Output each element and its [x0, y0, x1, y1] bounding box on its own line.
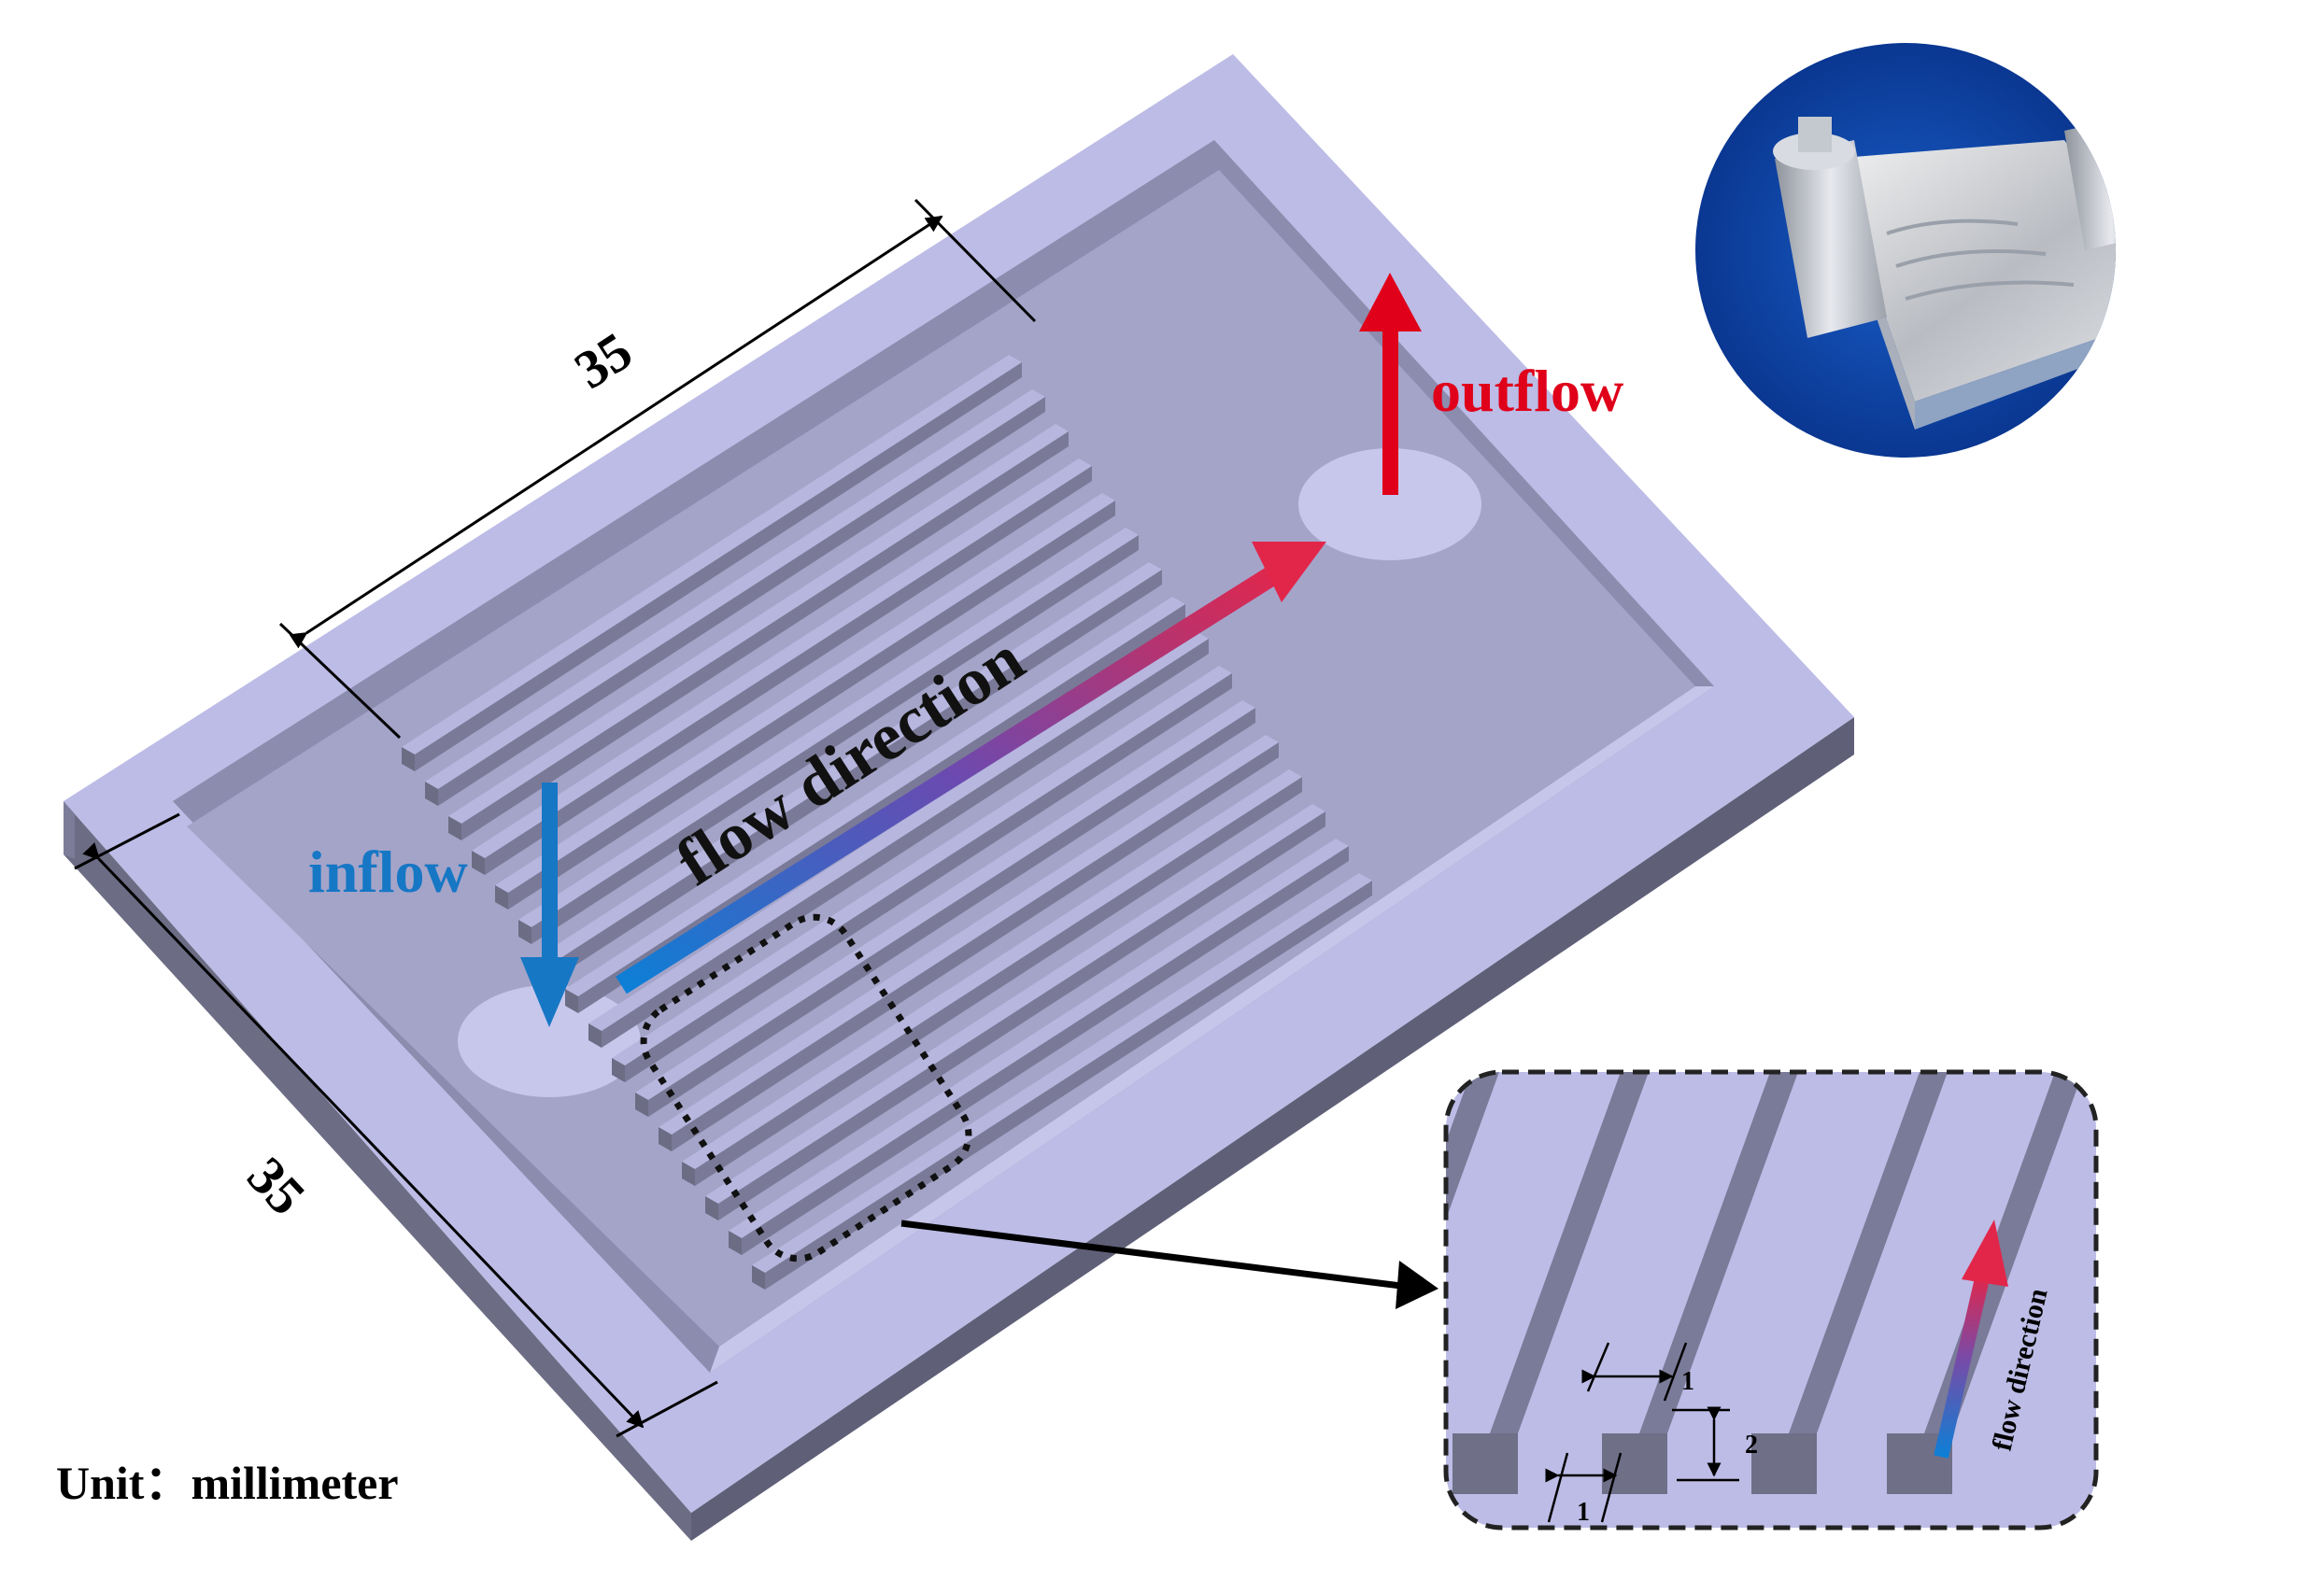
channel-fin-side — [625, 673, 1232, 1082]
outlet-port — [1298, 448, 1481, 560]
channel-fin-side — [718, 811, 1325, 1220]
pocket-ledge — [710, 686, 1714, 1373]
channel-fin — [705, 804, 1325, 1204]
inset-fin-wall — [1490, 1072, 1649, 1433]
inset-channels — [1303, 1072, 2083, 1494]
channel-fin-side — [695, 777, 1302, 1186]
inset-fin-wall — [1789, 1072, 1948, 1433]
outflow-arrow — [1359, 273, 1422, 495]
inset-dim-width-bottom-label: 1 — [1577, 1498, 1590, 1527]
inset-fin-front — [1602, 1433, 1667, 1494]
dimension-left-label: 35 — [235, 1146, 317, 1227]
dimension-left — [74, 812, 718, 1438]
channel-fin-front — [659, 1127, 672, 1151]
channel-fin — [635, 700, 1255, 1100]
plate-front-face-right — [691, 717, 1854, 1541]
channel-fin-side — [765, 881, 1372, 1290]
inset-flow-arrow — [1934, 1220, 2008, 1459]
inset-fin-wall — [1639, 1072, 1798, 1433]
dimension-top — [278, 198, 1037, 740]
inset-fin-front — [1452, 1433, 1518, 1494]
channel-fin — [682, 769, 1302, 1169]
inflow-arrow — [520, 783, 579, 1027]
channel-fin-side — [672, 742, 1279, 1151]
channel-fin — [565, 597, 1185, 996]
channel-fin-side — [648, 708, 1255, 1117]
callout-leader-arrow — [900, 1220, 1410, 1291]
inset-dim-depth-label: 2 — [1745, 1431, 1758, 1460]
channel-fin-front — [682, 1162, 695, 1186]
inset-dim-width-top-label: 1 — [1681, 1367, 1694, 1396]
callout-arrowhead — [1396, 1261, 1438, 1309]
channel-fin — [518, 528, 1139, 927]
device-photo — [1695, 43, 2116, 458]
channel-fin — [612, 666, 1232, 1065]
channel-fin — [495, 493, 1115, 893]
channel-fin-side — [555, 570, 1162, 979]
channel-fin-side — [531, 535, 1139, 944]
unit-label: Unit：millimeter — [56, 1457, 399, 1509]
channel-fin-side — [602, 639, 1209, 1048]
inset-fin-front — [1751, 1433, 1817, 1494]
channel-fin — [542, 562, 1162, 962]
channel-fin — [752, 873, 1372, 1273]
channel-fin-front — [425, 782, 438, 806]
channel-fin-front — [752, 1265, 765, 1290]
plate-left-face — [64, 801, 75, 859]
photo-left-fitting — [1775, 140, 1887, 338]
inset-fin-front — [1303, 1433, 1368, 1494]
channel-fin — [659, 735, 1279, 1135]
inset-dimension-depth — [1677, 1406, 1739, 1482]
channel-fin-side — [742, 846, 1349, 1255]
channel-detail-inset: 1 2 1 flow direction — [1303, 1069, 2099, 1531]
detail-region-marker — [640, 913, 972, 1263]
channel-fin-front — [402, 747, 415, 771]
inset-fin-wall — [1446, 1072, 1499, 1433]
inflow-label: inflow — [308, 839, 468, 905]
channel-fin-front — [705, 1196, 718, 1220]
channel-fin — [588, 631, 1209, 1031]
outflow-label: outflow — [1431, 358, 1623, 424]
channel-fin-side — [508, 501, 1115, 910]
flow-direction-arrow — [616, 542, 1326, 994]
channel-fin-front — [448, 816, 461, 840]
channel-fin — [729, 839, 1349, 1238]
channel-fin-front — [729, 1231, 742, 1255]
inset-dimension-width-bottom — [1545, 1452, 1623, 1523]
dimension-top-label: 35 — [564, 320, 643, 401]
